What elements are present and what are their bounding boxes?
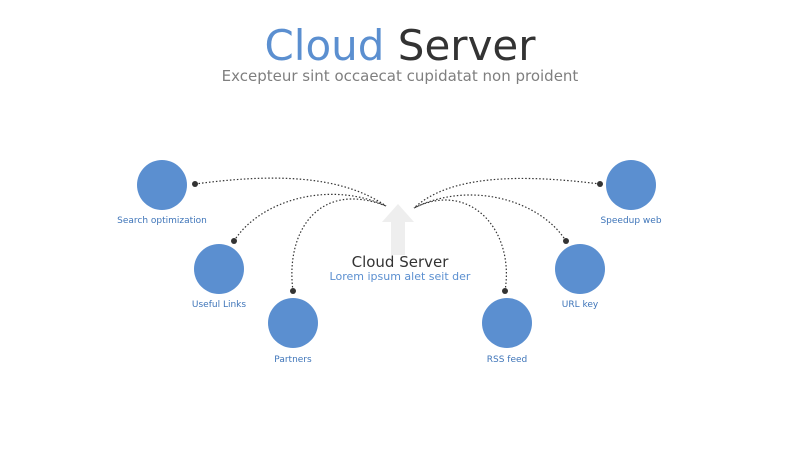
- connector-dot: [563, 238, 569, 244]
- node-partners-circle: [268, 298, 318, 348]
- upload-arrow-icon: [382, 204, 414, 255]
- title-rest-word: Server: [397, 21, 536, 70]
- title-accent-word: Cloud: [264, 21, 385, 70]
- connector-useful-links: [233, 193, 387, 242]
- center-subtitle: Lorem ipsum alet seit der: [329, 270, 471, 283]
- connector-url-key: [413, 194, 567, 242]
- connector-partners: [291, 198, 387, 292]
- connector-dot: [231, 238, 237, 244]
- connector-dot: [502, 288, 508, 294]
- node-url-key-circle: [555, 244, 605, 294]
- node-url-key-label: URL key: [561, 300, 599, 310]
- connector-dot: [192, 181, 198, 187]
- page-subtitle: Excepteur sint occaecat cupidatat non pr…: [221, 67, 579, 85]
- center-title: Cloud Server: [351, 253, 449, 271]
- node-search-optimization-label: Search optimization: [117, 216, 207, 226]
- connector-search-optimization: [194, 177, 387, 207]
- connector-dot: [597, 181, 603, 187]
- node-rss-feed-label: RSS feed: [486, 355, 528, 365]
- node-partners-label: Partners: [274, 355, 312, 365]
- node-speedup-web-circle: [606, 160, 656, 210]
- node-speedup-web-label: Speedup web: [600, 216, 662, 226]
- connector-dot: [290, 288, 296, 294]
- node-rss-feed-circle: [482, 298, 532, 348]
- node-useful-links-label: Useful Links: [191, 300, 247, 310]
- connector-speedup-web: [413, 177, 601, 209]
- node-search-optimization-circle: [137, 160, 187, 210]
- connector-rss-feed: [413, 199, 507, 292]
- page-title: Cloud Server: [0, 20, 800, 72]
- node-useful-links-circle: [194, 244, 244, 294]
